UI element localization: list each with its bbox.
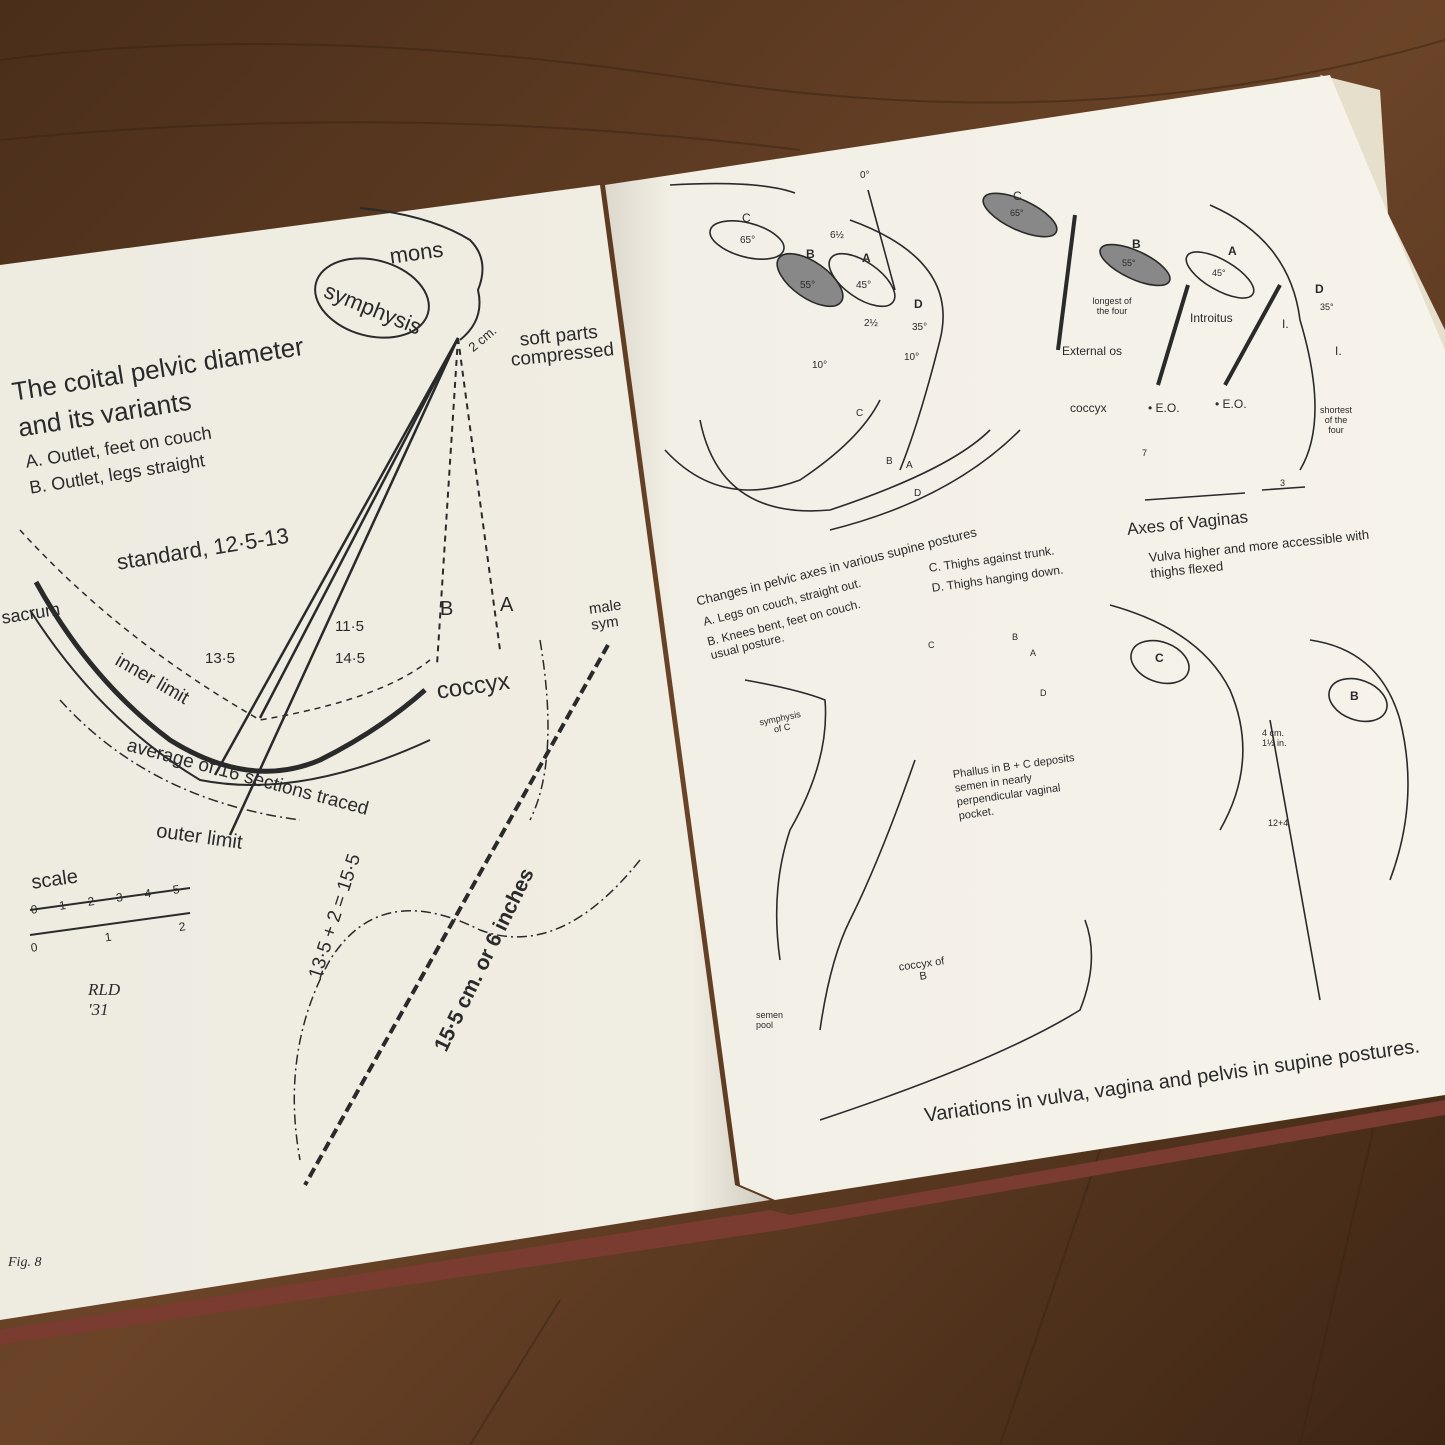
measure-13-5: 13·5: [205, 650, 236, 667]
measure-3: 3: [1280, 478, 1286, 488]
angle-10-left: 10°: [812, 360, 828, 371]
angle-35: 35°: [912, 322, 928, 333]
figure-label-b: B: [1012, 632, 1019, 642]
pelvis-label-b: B: [1350, 689, 1359, 703]
label-longest: longest of the four: [1092, 296, 1132, 316]
vagina-angle-45: 45°: [1212, 268, 1226, 278]
vagina-label-a: A: [1228, 244, 1237, 258]
angle-0: 0°: [860, 170, 870, 181]
right-page: [605, 75, 1445, 1200]
vagina-label-d: D: [1315, 282, 1324, 296]
label-eo-a: • E.O.: [1215, 397, 1247, 411]
label-introitus-d: I.: [1335, 344, 1342, 358]
label-introitus-a: I.: [1282, 317, 1289, 331]
left-page: [0, 185, 770, 1320]
distance-2-5: 2½: [864, 318, 878, 329]
label-eo-b: • E.O.: [1148, 401, 1180, 415]
pelvic-diameter-diagram: [19, 207, 641, 1186]
point-a: A: [906, 460, 913, 471]
label-introitus: Introitus: [1190, 311, 1233, 325]
point-d: D: [914, 488, 922, 499]
measure-11-5: 11·5: [335, 618, 364, 635]
angle-45: 45°: [856, 280, 872, 291]
angle-65: 65°: [740, 235, 756, 246]
figure-label-c: C: [928, 640, 935, 650]
measure-12-4: 12+4: [1268, 818, 1289, 828]
axis-label-a: A: [862, 251, 871, 265]
distance-6-5: 6½: [830, 230, 844, 241]
scale-tick: 4: [143, 883, 174, 901]
pelvic-axes-diagram: [664, 182, 1409, 1121]
axis-label-d: D: [914, 297, 923, 311]
scale-tick: 3: [115, 887, 146, 905]
angle-10-right: 10°: [904, 352, 920, 363]
label-b: B: [440, 598, 454, 620]
measure-7: 7: [1142, 448, 1148, 458]
signature: RLD '31: [88, 980, 121, 1019]
figure-number: Fig. 8: [8, 1255, 42, 1270]
book-cover: [0, 1100, 1445, 1345]
vagina-label-c: C: [1013, 189, 1022, 203]
label-external-os: External os: [1062, 344, 1123, 358]
figure-label-a: A: [1030, 648, 1037, 658]
scale-tick: 0: [29, 899, 61, 917]
label-semen-pool: semen pool: [756, 1010, 784, 1030]
label-coccyx-right: coccyx: [1070, 401, 1107, 415]
axis-label-b: B: [806, 247, 815, 261]
vagina-angle-55: 55°: [1122, 258, 1136, 268]
point-b: B: [886, 456, 893, 467]
scale-tick: 5: [171, 879, 203, 897]
measure-14-5: 14·5: [335, 650, 366, 667]
point-c: C: [856, 408, 864, 419]
pelvis-label-c: C: [1155, 651, 1164, 665]
axis-label-c: C: [742, 211, 751, 225]
vagina-angle-35: 35°: [1320, 302, 1334, 312]
label-shortest: shortest of the four: [1319, 405, 1352, 435]
scale-tick: 1: [58, 895, 89, 913]
label-a: A: [500, 594, 514, 616]
scale-tick: 2: [86, 891, 118, 909]
figure-label-d: D: [1040, 688, 1047, 698]
measure-4cm: 4 cm. 1½ in.: [1262, 728, 1287, 748]
vagina-angle-65: 65°: [1010, 208, 1024, 218]
vagina-label-b: B: [1132, 237, 1141, 251]
angle-55: 55°: [800, 280, 816, 291]
